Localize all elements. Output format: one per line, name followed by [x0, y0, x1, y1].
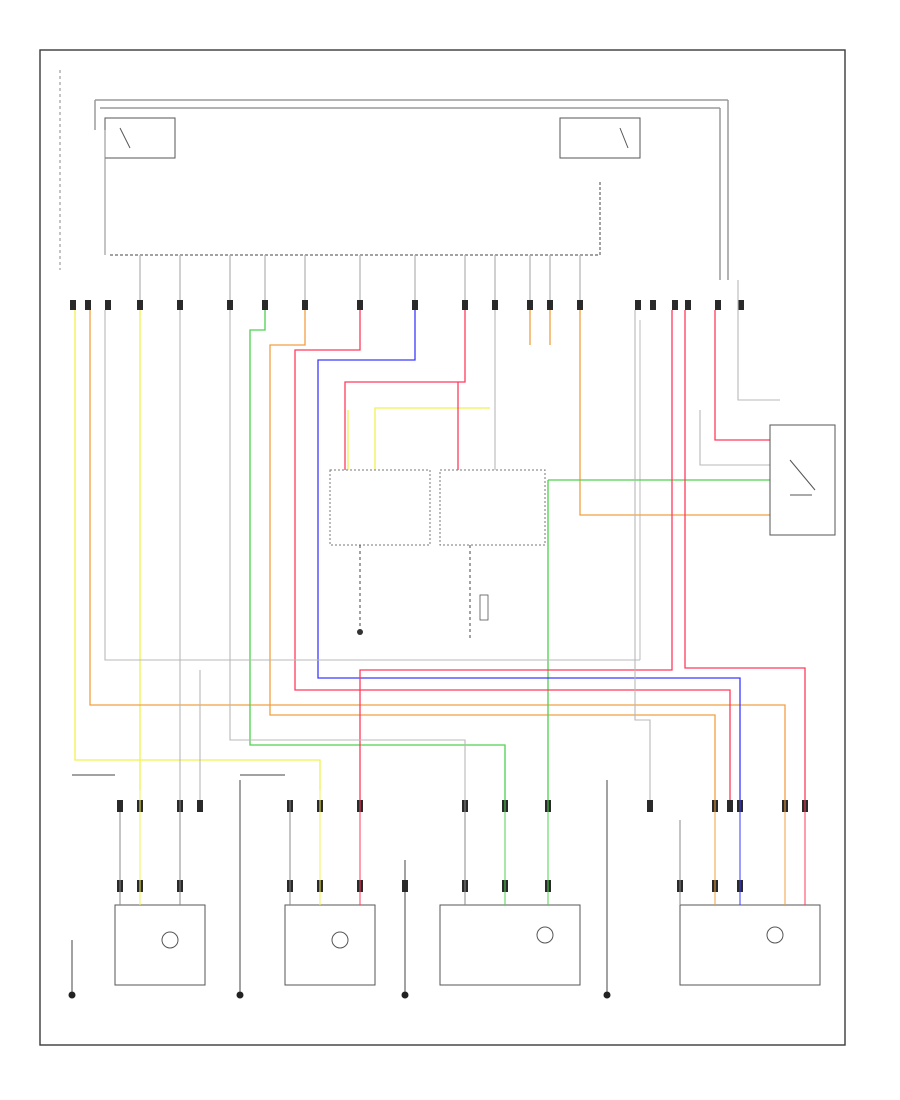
top-left-relay — [104, 117, 176, 255]
bottom-connector-pins — [117, 800, 808, 892]
ground-wires — [71, 774, 608, 992]
ground-points — [68, 991, 611, 999]
door-switch — [769, 424, 836, 536]
wire-yellow — [74, 310, 490, 790]
diagram-frame — [39, 49, 846, 1046]
wire-red — [294, 310, 806, 800]
top-right-relay — [559, 117, 641, 159]
rear-right-door-lock — [284, 904, 376, 986]
top-power-bus — [94, 99, 729, 280]
passenger-door-lock — [679, 904, 821, 986]
right-lock-actuator — [439, 469, 546, 640]
driver-door-lock — [439, 904, 581, 986]
module-output-wires — [139, 255, 581, 300]
wire-green — [249, 310, 770, 800]
wire-blue — [317, 310, 741, 800]
wire-gray — [104, 280, 780, 800]
body-control-module — [110, 180, 641, 660]
rear-left-door-lock — [114, 904, 206, 986]
left-lock-actuator — [329, 469, 431, 635]
connector-pins — [70, 300, 744, 310]
wire-orange — [89, 310, 786, 800]
bottom-feed-wires — [119, 790, 806, 905]
